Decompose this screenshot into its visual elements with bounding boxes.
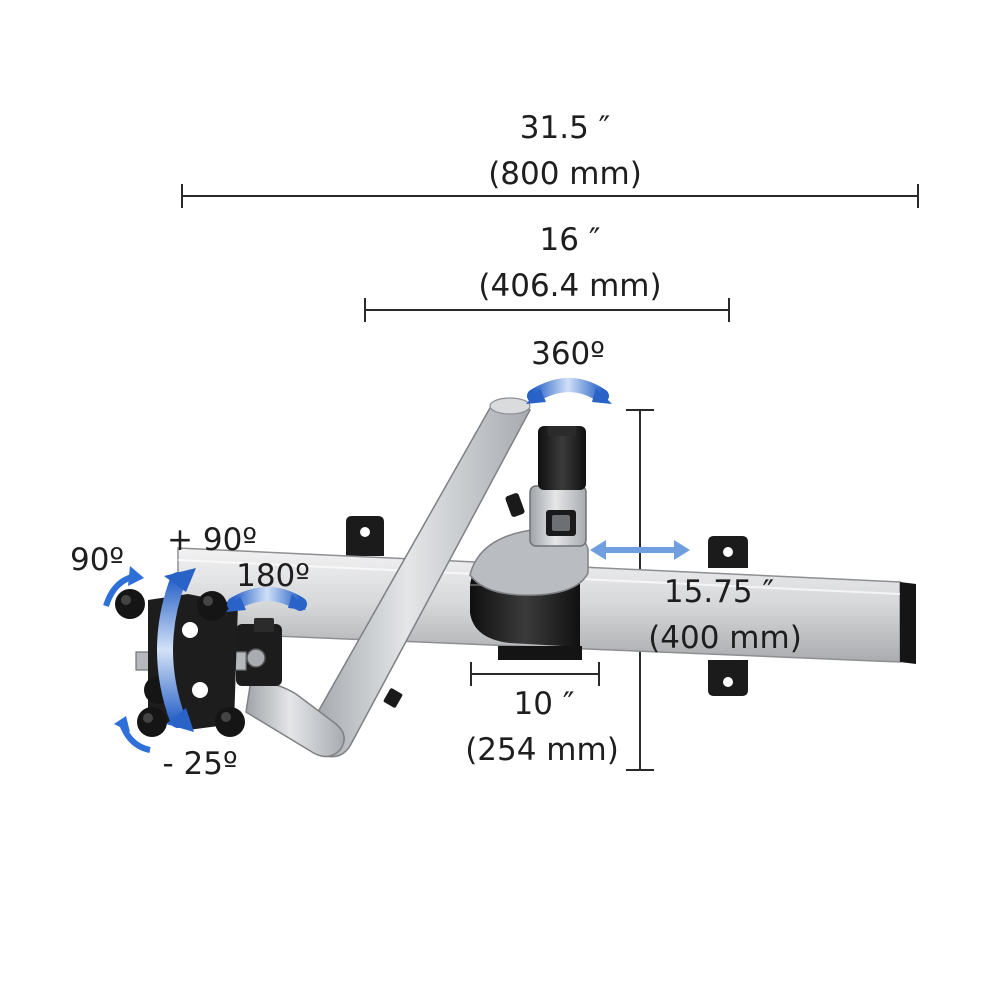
arrow-head-swivel-180 [226,587,307,612]
tilt-up-label: + 90º [167,522,257,558]
swivel-360-label: 360º [531,336,605,372]
base-width-inch-label: 10 ″ [513,686,575,722]
arrow-tilt [157,568,196,732]
arrow-rotate-bottom [114,716,151,753]
head-swivel-180-label: 180º [236,558,310,594]
arrow-height-adjust [590,540,690,560]
base-width-mm-label: (254 mm) [465,732,619,768]
height-mm-label: (400 mm) [648,620,802,656]
arm-length-inch-label: 16 ″ [539,222,601,258]
overall-width-mm-label: (800 mm) [488,156,642,192]
arm-length-mm-label: (406.4 mm) [478,268,662,304]
arm-column [469,426,589,596]
tilt-down-label: - 25º [162,746,238,782]
overall-width-inch-label: 31.5 ″ [519,110,611,146]
rotate-90-label: 90º [69,542,125,578]
wall-brackets [346,516,748,696]
arrow-swivel-360 [526,378,612,404]
height-inch-label: 15.75 ″ [663,574,775,610]
arrow-rotate-90-top [103,566,144,607]
